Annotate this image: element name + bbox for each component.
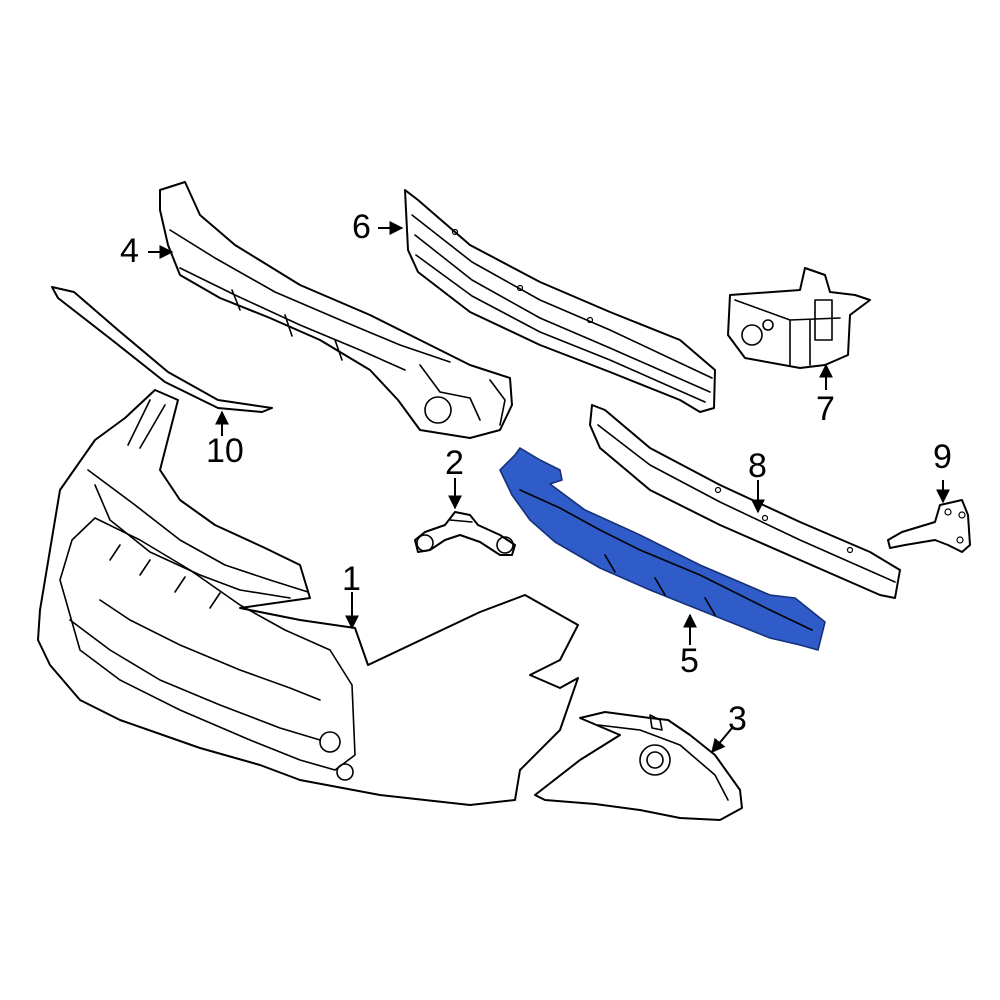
callout-4: 4 [120, 232, 139, 270]
highlighted-absorber-part[interactable] [499, 447, 826, 651]
bracket-clip-part[interactable] [414, 511, 516, 556]
molding-strip-part[interactable] [51, 286, 273, 413]
energy-absorber-part[interactable] [159, 181, 513, 439]
leader-lines [148, 221, 950, 754]
bumper-cover-part[interactable] [37, 389, 579, 806]
callout-3: 3 [728, 700, 747, 738]
callout-labels: 1 2 3 4 5 6 7 8 9 10 [120, 208, 952, 738]
callout-8: 8 [748, 447, 767, 485]
callout-7: 7 [816, 390, 835, 428]
callout-10: 10 [206, 432, 244, 470]
stud-bracket-part[interactable] [887, 499, 971, 553]
callout-2: 2 [445, 444, 464, 482]
callout-6: 6 [352, 208, 371, 246]
callout-1: 1 [342, 560, 361, 598]
callout-9: 9 [933, 438, 952, 476]
callout-5: 5 [680, 642, 699, 680]
fog-lamp-bezel-part[interactable] [534, 711, 743, 821]
bumper-reinforcement-part[interactable] [404, 189, 716, 413]
mounting-bracket-part[interactable] [727, 267, 871, 369]
lower-reinforcement-part[interactable] [589, 404, 901, 599]
